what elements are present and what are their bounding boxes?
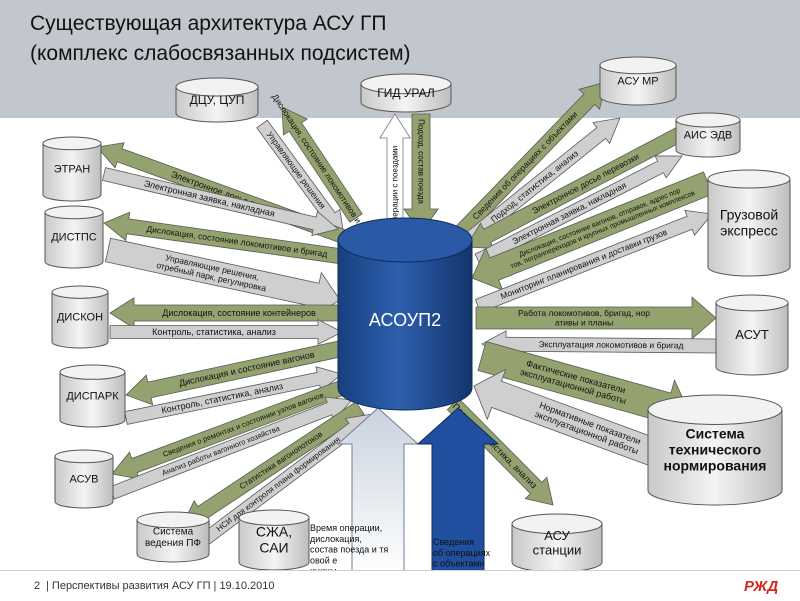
page-subtitle: (комплекс слабосвязанных подсистем) <box>30 42 411 65</box>
arrow-a18: Контроль, статистика, анализ <box>109 318 343 346</box>
cylinder-diskon: ДИСКОН <box>51 285 109 349</box>
arrow-a17: Дислокация, состояние контейнеров <box>109 297 345 329</box>
page-number: 2 <box>34 580 41 592</box>
cylinder-etran: ЭТРАН <box>42 136 102 202</box>
rzd-logo: РЖД <box>744 578 778 594</box>
cylinder-dispark-label: ДИСПАРК <box>66 391 119 403</box>
cylinder-gid: ГИД УРАЛ <box>360 73 452 113</box>
arrow-a3-label: Операции с поездами <box>390 146 399 228</box>
arrow-a28-label: Время операции,дислокация,состав поезда … <box>310 523 388 570</box>
cylinder-asuv-label: АСУВ <box>70 474 99 486</box>
arrow-a4-label: Подход, состав поезда <box>417 119 426 204</box>
architecture-diagram: Дислокация, состояние локомотивов и ваго… <box>42 56 791 570</box>
cylinder-aisedv: АИС ЭДВ <box>675 112 741 158</box>
cylinder-szh: СЖА,САИ <box>238 509 310 570</box>
asoup2-cylinder: АСОУП2 <box>337 217 473 411</box>
cylinder-dispark: ДИСПАРК <box>59 364 126 428</box>
cylinder-gid-label: ГИД УРАЛ <box>377 86 435 100</box>
cylinder-diskon-label: ДИСКОН <box>57 312 103 324</box>
cylinder-distps-label: ДИСТПС <box>51 232 97 244</box>
cylinder-aisedv-label: АИС ЭДВ <box>684 130 733 142</box>
asoup2-label: АСОУП2 <box>369 310 441 330</box>
cylinder-asumr: АСУ МР <box>599 56 677 106</box>
svg-text:РЖД: РЖД <box>744 578 778 594</box>
cylinder-etran-label: ЭТРАН <box>54 164 91 176</box>
cylinder-asumr-label: АСУ МР <box>617 76 658 88</box>
cylinder-dcu: ДЦУ, ЦУП <box>175 77 259 123</box>
cylinder-asuv: АСУВ <box>54 449 114 509</box>
footer: 2 | Перспективы развития АСУ ГП | 19.10.… <box>0 570 800 601</box>
arrow-a4: Подход, состав поезда <box>403 113 439 234</box>
cylinder-distps: ДИСТПС <box>44 205 104 269</box>
arrow-a18-label: Контроль, статистика, анализ <box>152 327 276 337</box>
arrow-a14-label: Управляющие решения, отребный парк, регу… <box>156 251 270 294</box>
page-title: Существующая архитектура АСУ ГП <box>30 12 387 35</box>
arrow-a3: Операции с поездами <box>379 113 411 236</box>
arrow-a28: Время операции,дислокация,состав поезда … <box>310 407 420 570</box>
cylinder-asut-label: АСУТ <box>735 327 769 342</box>
cylinder-szh-label: СЖА,САИ <box>256 524 292 556</box>
footer-text: | Перспективы развития АСУ ГП | 19.10.20… <box>46 580 275 592</box>
arrow-a17-label: Дислокация, состояние контейнеров <box>162 308 316 318</box>
cylinder-dcu-label: ДЦУ, ЦУП <box>190 93 245 107</box>
arrow-a16-label: Эксплуатация локомотивов и бригад <box>538 339 683 350</box>
cylinder-asut: АСУТ <box>715 294 789 376</box>
